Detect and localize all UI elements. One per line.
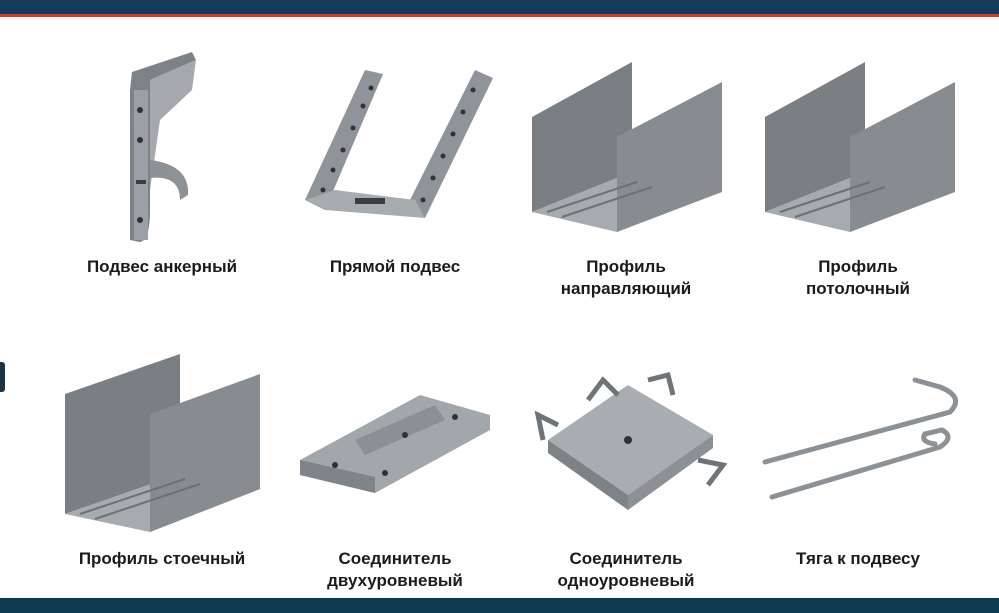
product-single-level-connector xyxy=(528,365,728,515)
label-ceiling-profile: Профиль потолочный xyxy=(806,257,910,298)
straight-hanger-image xyxy=(305,70,493,218)
ceiling-profile-image xyxy=(765,62,955,232)
label-two-level-connector: Соединитель двухуровневый xyxy=(327,549,463,590)
header-bar xyxy=(0,0,999,14)
label-hanger-rod: Тяга к подвесу xyxy=(796,549,920,568)
product-stud-profile xyxy=(60,354,265,534)
product-ceiling-profile xyxy=(760,62,960,232)
two-level-connector-image xyxy=(300,395,490,493)
hanger-rod-image xyxy=(762,377,959,500)
guide-profile-image xyxy=(532,62,722,232)
stud-profile-image xyxy=(65,354,260,532)
label-straight-hanger: Прямой подвес xyxy=(329,257,461,276)
anchor-hanger-image xyxy=(130,52,196,242)
product-two-level-connector xyxy=(295,385,495,495)
label-guide-profile: Профиль направляющий xyxy=(560,257,692,298)
label-single-level-connector: Соединитель одноуровневый xyxy=(557,549,695,590)
product-straight-hanger xyxy=(295,60,505,220)
label-anchor-hanger: Подвес анкерный xyxy=(86,257,238,276)
product-anchor-hanger xyxy=(110,50,220,245)
label-stud-profile: Профиль стоечный xyxy=(78,549,246,568)
footer-bar xyxy=(0,598,999,613)
edge-tab xyxy=(0,362,5,392)
single-level-connector-image xyxy=(534,371,728,510)
product-hanger-rod xyxy=(760,372,960,502)
header-accent-line xyxy=(0,14,999,17)
product-guide-profile xyxy=(527,62,727,232)
